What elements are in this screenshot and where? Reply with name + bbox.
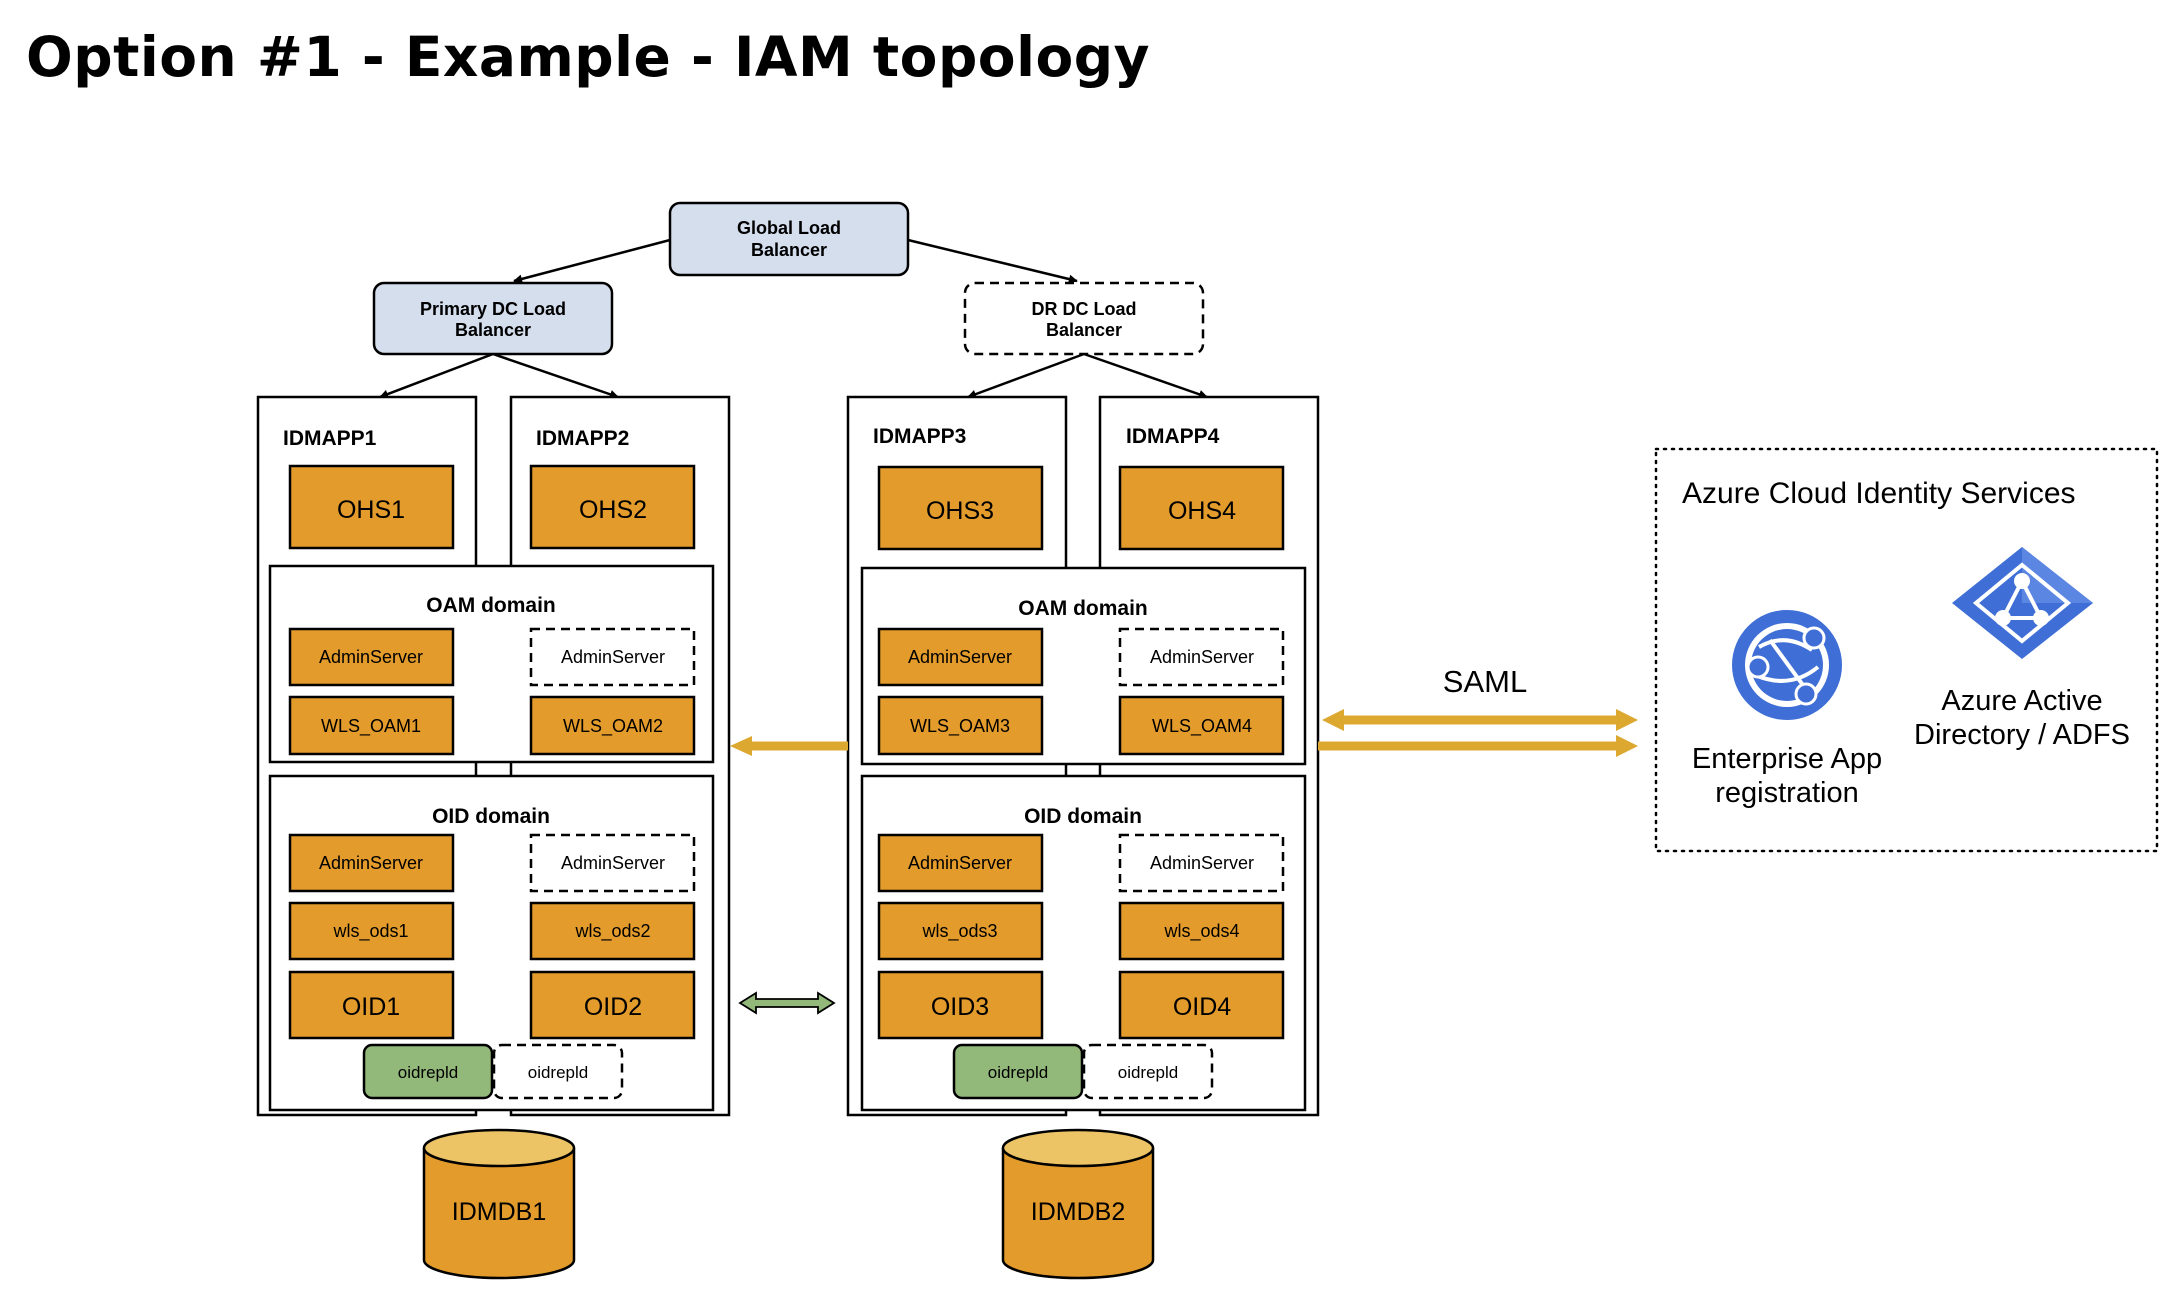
oid-label-1: OID1 bbox=[342, 993, 400, 1021]
azure-cloud-identity-services: Azure Cloud Identity Services Enterprise… bbox=[1654, 447, 2159, 853]
oam-domain-label: OAM domain bbox=[426, 594, 556, 617]
oid-domain-label: OID domain bbox=[432, 805, 550, 828]
host-label-idmapp1: IDMAPP1 bbox=[283, 427, 377, 450]
saml-arrows: SAML bbox=[1318, 664, 1638, 757]
wls-ods-label-2: wls_ods2 bbox=[574, 921, 650, 942]
admin-server-label: AdminServer bbox=[908, 647, 1012, 667]
oid-replication-arrow bbox=[738, 991, 836, 1015]
primary-dc-load-balancer: Primary DC Load Balancer bbox=[372, 281, 614, 356]
global-load-balancer: Global Load Balancer bbox=[668, 201, 910, 277]
oam-replication-arrow bbox=[730, 736, 848, 756]
ohs-label-4: OHS4 bbox=[1168, 497, 1236, 525]
admin-server-standby-label: AdminServer bbox=[1150, 647, 1254, 667]
enterprise-app-label-line1: Enterprise App bbox=[1692, 743, 1882, 775]
global-lb-label-line1: Global Load bbox=[737, 218, 841, 238]
host-label-idmapp2: IDMAPP2 bbox=[536, 427, 629, 450]
admin-server-standby-label: AdminServer bbox=[561, 853, 665, 873]
oid-domain-label: OID domain bbox=[1024, 805, 1142, 828]
database-label-2: IDMDB2 bbox=[1031, 1198, 1125, 1226]
oidrepld-label-3: oidrepld bbox=[988, 1063, 1049, 1082]
primary-lb-label-line2: Balancer bbox=[455, 320, 531, 340]
wls-ods-label-3: wls_ods3 bbox=[921, 921, 997, 942]
ohs-label-1: OHS1 bbox=[337, 496, 405, 524]
ohs-box-3: OHS3 bbox=[877, 465, 1044, 551]
oam-domain-label: OAM domain bbox=[1018, 597, 1148, 620]
primary-lb-label-line1: Primary DC Load bbox=[420, 299, 566, 319]
azure-active-directory-icon bbox=[1952, 547, 2093, 659]
database-label-1: IDMDB1 bbox=[452, 1198, 546, 1226]
ohs-box-4: OHS4 bbox=[1118, 465, 1285, 551]
aad-label-line1: Azure Active bbox=[1941, 685, 2102, 717]
ohs-label-3: OHS3 bbox=[926, 497, 994, 525]
database-idmdb1: IDMDB1 bbox=[422, 1128, 576, 1280]
oam-domain-dr: OAM domain AdminServer AdminServer WLS_O… bbox=[860, 566, 1307, 766]
dr-lb-label-line1: DR DC Load bbox=[1032, 299, 1137, 319]
lb-arrows bbox=[379, 238, 1208, 399]
aad-label-line2: Directory / ADFS bbox=[1914, 719, 2130, 751]
admin-server-label: AdminServer bbox=[908, 853, 1012, 873]
oam-domain-primary: OAM domain AdminServer AdminServer WLS_O… bbox=[268, 564, 715, 764]
oid-label-2: OID2 bbox=[584, 993, 642, 1021]
oidrepld-standby-label-3: oidrepld bbox=[1118, 1063, 1179, 1082]
admin-server-standby-label: AdminServer bbox=[1150, 853, 1254, 873]
dr-lb-label-line2: Balancer bbox=[1046, 320, 1122, 340]
wls-oam-label-4: WLS_OAM4 bbox=[1152, 716, 1252, 737]
host-label-idmapp3: IDMAPP3 bbox=[873, 425, 966, 448]
enterprise-app-label-line2: registration bbox=[1715, 777, 1858, 809]
ohs-label-2: OHS2 bbox=[579, 496, 647, 524]
wls-ods-label-1: wls_ods1 bbox=[332, 921, 408, 942]
admin-server-label: AdminServer bbox=[319, 853, 423, 873]
ohs-box-2: OHS2 bbox=[529, 464, 696, 550]
database-idmdb2: IDMDB2 bbox=[1001, 1128, 1155, 1280]
wls-oam-label-2: WLS_OAM2 bbox=[563, 716, 663, 737]
wls-ods-label-4: wls_ods4 bbox=[1163, 921, 1239, 942]
ohs-box-1: OHS1 bbox=[288, 464, 455, 550]
oid-domain-primary: OID domain AdminServer AdminServer wls_o… bbox=[268, 774, 715, 1112]
oid-domain-dr: OID domain AdminServer AdminServer wls_o… bbox=[860, 774, 1307, 1112]
admin-server-label: AdminServer bbox=[319, 647, 423, 667]
page-title: Option #1 - Example - IAM topology bbox=[26, 25, 1150, 89]
admin-server-standby-label: AdminServer bbox=[561, 647, 665, 667]
oid-label-4: OID4 bbox=[1173, 993, 1231, 1021]
enterprise-app-icon bbox=[1732, 610, 1842, 720]
dr-dc-load-balancer: DR DC Load Balancer bbox=[963, 281, 1205, 356]
wls-oam-label-1: WLS_OAM1 bbox=[321, 716, 421, 737]
oid-label-3: OID3 bbox=[931, 993, 989, 1021]
oidrepld-label-1: oidrepld bbox=[398, 1063, 459, 1082]
azure-panel-title: Azure Cloud Identity Services bbox=[1682, 477, 2076, 510]
oidrepld-standby-label-1: oidrepld bbox=[528, 1063, 589, 1082]
global-lb-label-line2: Balancer bbox=[751, 240, 827, 260]
saml-label: SAML bbox=[1443, 664, 1527, 699]
wls-oam-label-3: WLS_OAM3 bbox=[910, 716, 1010, 737]
host-label-idmapp4: IDMAPP4 bbox=[1126, 425, 1220, 448]
